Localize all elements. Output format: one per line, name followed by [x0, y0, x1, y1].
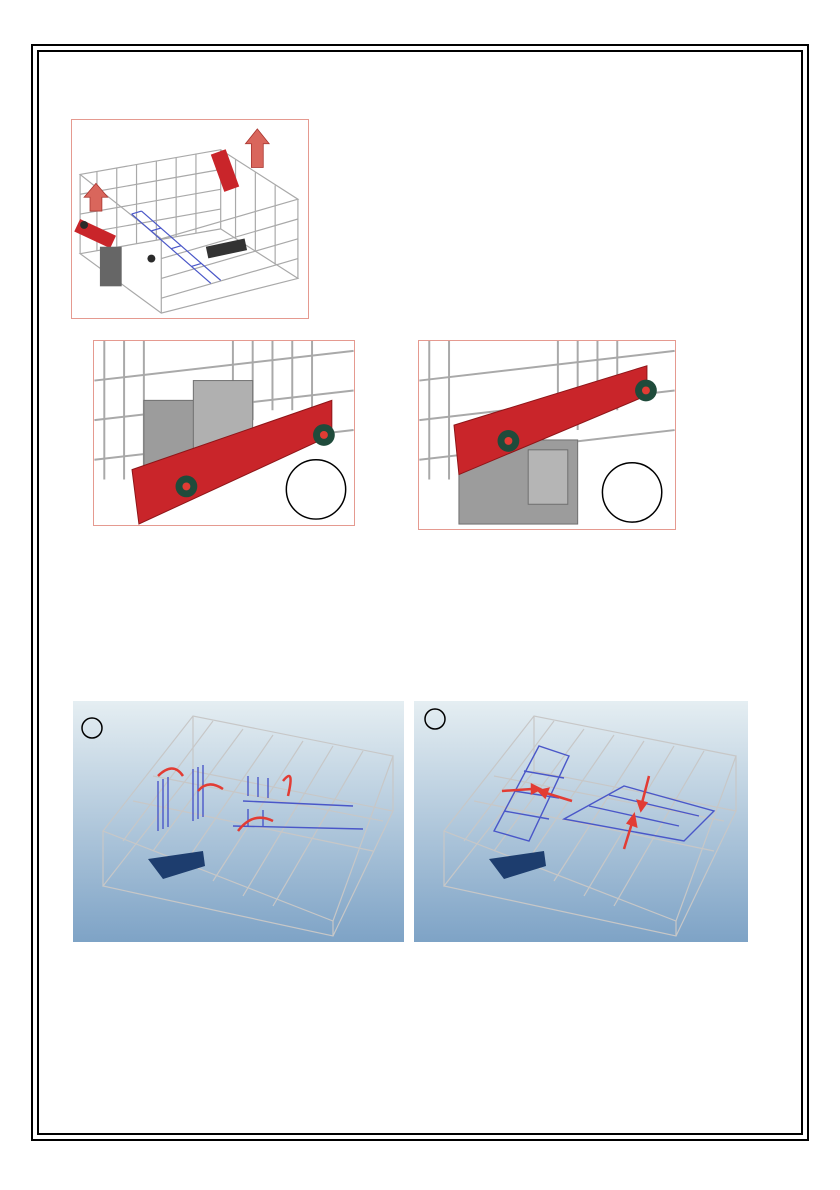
wheel-icon	[498, 430, 520, 452]
figure-lower-basket-folded	[73, 701, 404, 942]
wheel-icon	[176, 476, 198, 498]
up-arrow-icon	[245, 129, 269, 168]
figure-upper-basket-lift	[71, 119, 309, 319]
step-marker-circle	[602, 463, 661, 522]
step-marker-circle	[286, 460, 345, 519]
figure-side-handle-lowered	[93, 340, 355, 526]
up-arrow-icon	[84, 183, 108, 211]
figure-lower-basket-flat	[414, 701, 748, 942]
figure-side-handle-raised	[418, 340, 676, 530]
wheel-icon	[313, 424, 335, 446]
wheel-icon	[635, 380, 657, 402]
